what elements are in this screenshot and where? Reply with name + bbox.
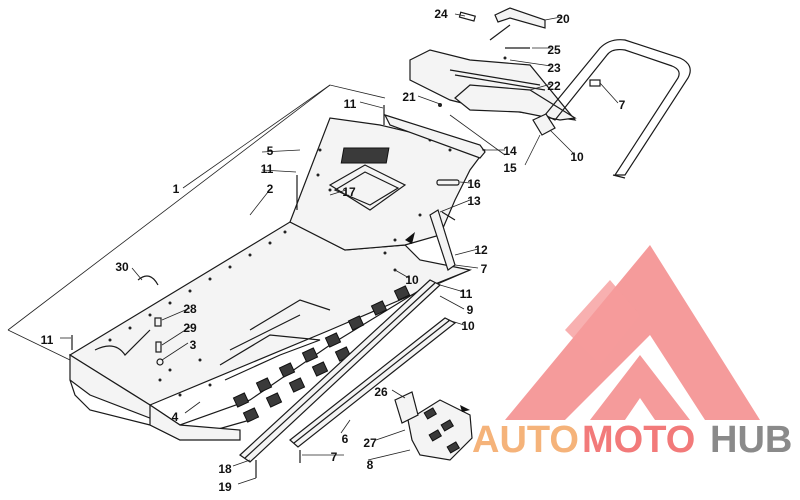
tunnel-slot: [436, 179, 460, 186]
callout-c5: 5: [267, 144, 274, 158]
watermark-m-stroke: [565, 280, 640, 365]
rear-bumper: [532, 39, 691, 179]
seat-top-pad: [454, 84, 577, 121]
callout-c10b: 10: [405, 273, 419, 287]
running-board-bracket: [394, 391, 473, 461]
callout-c10a: 10: [570, 150, 584, 164]
callout-c8: 8: [367, 458, 374, 472]
callout-c13: 13: [467, 194, 481, 208]
tunnel-hatch-panel: [328, 164, 407, 211]
seat-clip: [458, 11, 476, 22]
bolt-29: [155, 341, 162, 353]
arrow-marker: [405, 232, 415, 244]
callout-c11d: 11: [41, 333, 54, 347]
tunnel-cutout-rear: [340, 147, 390, 164]
rear-tunnel-bracket: [383, 114, 486, 159]
callout-c7b: 7: [481, 262, 488, 276]
watermark-text: AUTO MOTO HUB: [472, 419, 792, 461]
callout-c6: 6: [342, 432, 349, 446]
callout-c19: 19: [218, 480, 232, 494]
bracket-flange: [394, 391, 419, 424]
tunnel-left-side: [69, 353, 156, 422]
callout-c29: 29: [183, 321, 197, 335]
callout-c17: 17: [342, 185, 356, 199]
callout-c30: 30: [115, 260, 129, 274]
watermark-word-hub: HUB: [710, 419, 792, 461]
watermark-word-moto: MOTO: [582, 419, 695, 461]
bumper-clamp: [589, 79, 601, 87]
bumper-loop: [544, 39, 691, 176]
grommet-28: [154, 317, 162, 327]
callout-c22: 22: [547, 79, 561, 93]
callout-c4: 4: [172, 410, 179, 424]
callout-c28: 28: [183, 302, 197, 316]
callout-c16: 16: [467, 177, 481, 191]
callout-c20: 20: [556, 12, 570, 26]
tunnel-brace-pattern: [219, 299, 331, 381]
callout-c7c: 7: [331, 450, 338, 464]
callout-c26: 26: [374, 385, 388, 399]
rail-bar-lower: [289, 317, 457, 448]
tunnel-assembly: [68, 117, 487, 441]
seat-cushion-strap: [449, 69, 546, 91]
callout-c7a: 7: [619, 98, 626, 112]
callout-c23: 23: [547, 61, 561, 75]
fastener-3: [156, 358, 164, 366]
callout-c11a: 11: [344, 97, 357, 111]
bumper-end-cap: [532, 113, 556, 136]
leader-lines: [60, 13, 619, 485]
callout-c11c: 11: [460, 287, 473, 301]
callout-c1: 1: [173, 182, 180, 196]
watermark-triangle-inner: [590, 355, 690, 420]
callout-c2: 2: [267, 182, 274, 196]
callout-c11b: 11: [261, 162, 274, 176]
watermark-logo: [505, 245, 760, 420]
watermark-triangle-outer: [505, 245, 760, 420]
callout-c10c: 10: [461, 319, 475, 333]
callout-c12: 12: [474, 243, 488, 257]
callout-c24: 24: [434, 7, 448, 21]
callout-c21: 21: [402, 90, 416, 104]
tunnel-front-face: [149, 403, 241, 441]
bracket-arrow-marker: [460, 405, 470, 412]
callout-c27: 27: [363, 436, 377, 450]
heat-exchanger-cutouts: [232, 285, 411, 423]
wiring-harness: [94, 329, 151, 356]
hardware: [71, 105, 415, 478]
wire-clip-30: [137, 275, 159, 286]
callout-c9: 9: [467, 303, 474, 317]
seat-handle: [494, 7, 546, 29]
tunnel-hatch-inner: [333, 171, 400, 206]
callout-c25: 25: [547, 43, 561, 57]
callout-c3: 3: [190, 338, 197, 352]
watermark-word-auto: AUTO: [472, 419, 579, 461]
callout-c18: 18: [218, 462, 232, 476]
callout-c14: 14: [503, 144, 517, 158]
callout-c15: 15: [503, 161, 517, 175]
tunnel-rivets: [108, 138, 452, 397]
